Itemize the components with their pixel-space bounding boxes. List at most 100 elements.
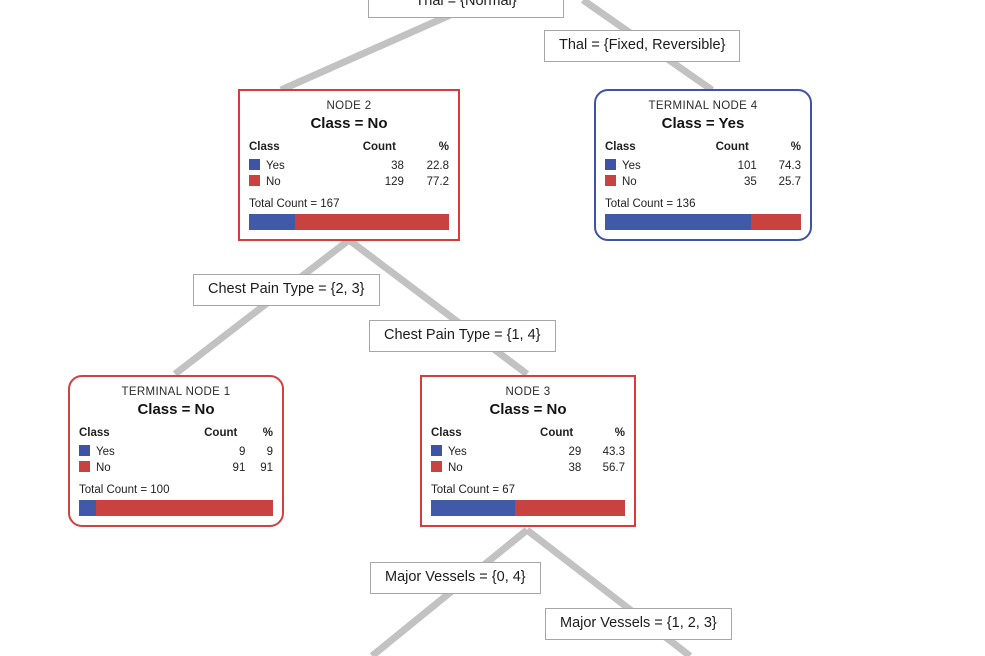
table-header-row: Class Count % (431, 427, 625, 444)
header-class: Class (431, 427, 462, 440)
node-terminal1[interactable]: TERMINAL NODE 1 Class = No Class Count %… (68, 375, 284, 527)
split-label-text: Major Vessels = {0, 4} (385, 569, 526, 585)
cell-count: 101 (737, 159, 757, 172)
cell-count: 29 (568, 445, 582, 458)
table-row: Yes 9 9 (79, 444, 273, 460)
split-label-thal-fixed-reversible[interactable]: Thal = {Fixed, Reversible} (544, 30, 741, 62)
header-pct: % (438, 141, 449, 154)
cell-pct: 77.2 (426, 176, 449, 189)
legend-swatch-yes-icon (249, 158, 260, 170)
cell-class: No (431, 460, 501, 476)
edge-root-to-node2 (279, 4, 468, 94)
node-distribution-bar (249, 214, 449, 231)
header-count: Count (362, 141, 396, 154)
cell-class: No (249, 174, 321, 190)
bar-segment-no (294, 214, 449, 231)
cell-class: Yes (79, 444, 156, 460)
header-class: Class (249, 141, 280, 154)
header-count: Count (540, 427, 574, 440)
cell-pct: 43.3 (602, 445, 625, 458)
node-title: TERMINAL NODE 4 (648, 100, 758, 112)
split-label-text: Thal = {Fixed, Reversible} (559, 37, 726, 53)
bar-segment-yes (431, 500, 515, 517)
node-distribution-bar (79, 500, 273, 517)
node-node2[interactable]: NODE 2 Class = No Class Count % Yes 38 2… (238, 89, 460, 241)
cell-class: Yes (605, 158, 676, 174)
table-header-row: Class Count % (605, 141, 801, 158)
cell-pct: 74.3 (778, 159, 801, 172)
bar-segment-no (750, 214, 801, 231)
header-pct: % (790, 141, 801, 154)
cell-pct: 25.7 (778, 176, 801, 189)
header-class: Class (605, 141, 636, 154)
cell-class-label: No (448, 462, 463, 475)
legend-swatch-yes-icon (79, 444, 90, 456)
cell-pct: 56.7 (602, 462, 625, 475)
node-distribution-table: Class Count % Yes 9 9 No 91 (79, 427, 273, 476)
cell-class-label: Yes (96, 445, 115, 458)
cell-class-label: Yes (266, 159, 285, 172)
cell-count: 129 (384, 176, 404, 189)
split-label-thal-normal[interactable]: Thal = {Normal} (368, 0, 564, 18)
cell-count: 91 (232, 462, 246, 475)
node-title: TERMINAL NODE 1 (121, 386, 231, 398)
node-total-count: Total Count = 100 (79, 483, 170, 496)
legend-swatch-no-icon (431, 461, 442, 473)
cell-pct: 22.8 (426, 159, 449, 172)
bar-segment-yes (249, 214, 295, 231)
table-row: No 91 91 (79, 460, 273, 476)
bar-segment-no (96, 500, 273, 517)
bar-segment-yes (605, 214, 751, 231)
table-header-row: Class Count % (249, 141, 449, 158)
node-total-count: Total Count = 67 (431, 483, 516, 496)
cell-class-label: No (266, 176, 281, 189)
split-label-text: Chest Pain Type = {1, 4} (384, 327, 541, 343)
header-count: Count (715, 141, 749, 154)
node-node3[interactable]: NODE 3 Class = No Class Count % Yes 29 4… (420, 375, 636, 527)
node-distribution-table: Class Count % Yes 38 22.8 No 129 (249, 141, 449, 190)
node-distribution-table: Class Count % Yes 29 43.3 No 38 (431, 427, 625, 476)
table-row: Yes 38 22.8 (249, 158, 449, 174)
cell-class-label: Yes (622, 159, 641, 172)
cell-class-label: No (96, 462, 111, 475)
split-label-chest-pain-2-3[interactable]: Chest Pain Type = {2, 3} (193, 274, 380, 306)
cell-pct: 91 (260, 462, 273, 475)
table-row: Yes 29 43.3 (431, 444, 625, 460)
split-label-major-vessels-0-4[interactable]: Major Vessels = {0, 4} (370, 562, 541, 594)
cell-pct: 9 (266, 445, 273, 458)
bar-segment-no (515, 500, 625, 517)
header-pct: % (614, 427, 625, 440)
legend-swatch-no-icon (249, 175, 260, 187)
node-title: NODE 2 (326, 100, 372, 112)
node-class-label: Class = Yes (661, 114, 745, 132)
node-total-count: Total Count = 136 (605, 197, 696, 210)
node-distribution-bar (431, 500, 625, 517)
header-pct: % (262, 427, 273, 440)
cell-count: 35 (744, 176, 757, 189)
cell-class-label: Yes (448, 445, 467, 458)
node-distribution-bar (605, 214, 801, 231)
node-distribution-table: Class Count % Yes 101 74.3 No 35 (605, 141, 801, 190)
node-class-label: Class = No (137, 400, 215, 418)
legend-swatch-no-icon (79, 461, 90, 473)
table-row: Yes 101 74.3 (605, 158, 801, 174)
legend-swatch-no-icon (605, 175, 616, 187)
table-row: No 129 77.2 (249, 174, 449, 190)
node-terminal4[interactable]: TERMINAL NODE 4 Class = Yes Class Count … (594, 89, 812, 241)
cell-count: 38 (568, 462, 582, 475)
cell-class-label: No (622, 176, 637, 189)
cell-class: Yes (431, 444, 501, 460)
split-label-text: Thal = {Normal} (415, 0, 517, 9)
node-total-count: Total Count = 167 (249, 197, 340, 210)
table-row: No 35 25.7 (605, 174, 801, 190)
split-label-text: Major Vessels = {1, 2, 3} (560, 615, 717, 631)
legend-swatch-yes-icon (605, 158, 616, 170)
split-label-chest-pain-1-4[interactable]: Chest Pain Type = {1, 4} (369, 320, 556, 352)
node-class-label: Class = No (310, 114, 388, 132)
cell-count: 9 (238, 445, 246, 458)
header-class: Class (79, 427, 110, 440)
edge-node2-to-node3 (346, 237, 530, 377)
table-header-row: Class Count % (79, 427, 273, 444)
split-label-major-vessels-1-2-3[interactable]: Major Vessels = {1, 2, 3} (545, 608, 732, 640)
